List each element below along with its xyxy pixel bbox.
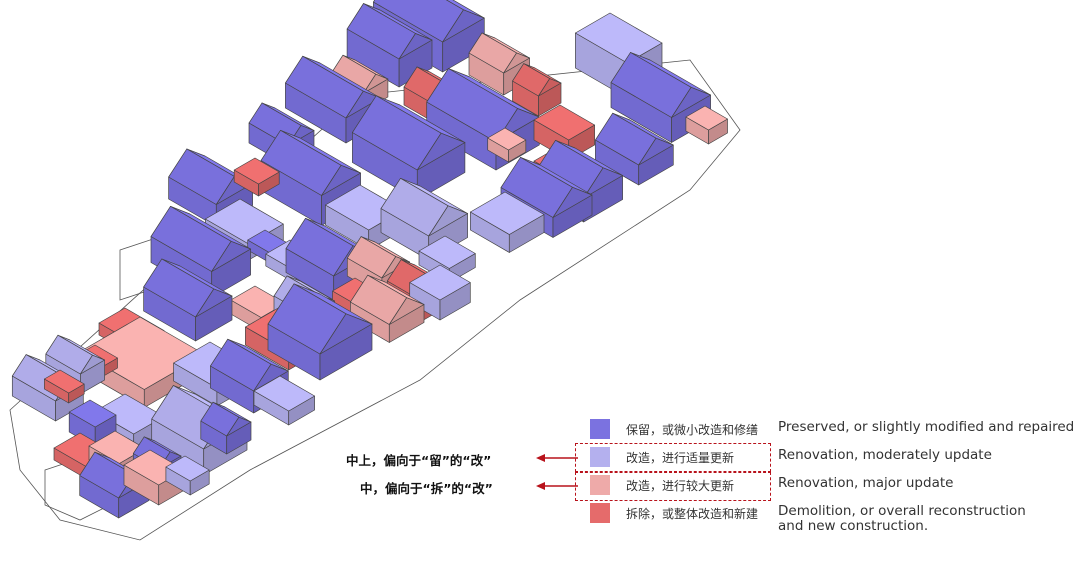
building-gable — [638, 137, 674, 166]
highlight-box-major — [575, 472, 771, 501]
building-preserved — [143, 258, 233, 342]
building-gable — [388, 297, 425, 325]
building-gable — [195, 288, 233, 318]
building-moderate — [253, 375, 315, 426]
building-gable — [363, 73, 389, 94]
legend-label-en: Preserved, or slightly modified and repa… — [778, 419, 1075, 435]
legend-label-en: Renovation, major update — [778, 475, 954, 491]
building-major — [685, 105, 728, 145]
building-roof — [533, 104, 595, 141]
building-preserved — [610, 52, 711, 143]
building-gable — [211, 240, 251, 272]
building-roof — [685, 105, 728, 131]
building-gable — [321, 164, 361, 196]
building-preserved — [150, 205, 251, 298]
building-preserved — [595, 112, 674, 186]
building-roof — [233, 157, 280, 185]
building-gable — [538, 78, 562, 97]
building-preserved — [200, 401, 252, 455]
building-moderate — [409, 264, 471, 321]
legend-label-cn: 改造，进行较大更新 — [626, 479, 735, 493]
building-gable — [583, 167, 623, 199]
building-gable — [319, 313, 373, 355]
arrow-head — [536, 482, 545, 490]
building-gable — [428, 205, 468, 237]
building-roof — [487, 127, 527, 151]
building-roof — [470, 191, 545, 235]
building-moderate — [380, 177, 468, 261]
building-gable — [503, 52, 530, 74]
building-demolition — [44, 369, 85, 404]
building-roof — [165, 455, 210, 482]
legend-label-cn: 拆除，或整体改造和新建 — [626, 507, 759, 521]
building-demolition — [512, 63, 562, 117]
highlight-box-moderate — [575, 443, 771, 472]
annotation-moderate: 中上，偏向于“留”的“改” — [346, 453, 492, 468]
building-moderate — [165, 455, 210, 496]
building-gable — [552, 186, 593, 218]
building-preserved — [285, 55, 381, 144]
building-gable — [671, 86, 711, 118]
legend-swatch-major — [590, 475, 610, 495]
building-gable — [345, 90, 381, 119]
building-gable — [398, 33, 433, 60]
legend-label-cn: 改造，进行适量更新 — [626, 451, 735, 465]
building-roof — [253, 375, 315, 412]
building-roof — [68, 399, 117, 428]
legend-label-en: Renovation, moderately update — [778, 447, 992, 463]
building-gable — [80, 354, 105, 375]
building-gable — [226, 416, 252, 437]
building-major — [487, 127, 527, 163]
building-roof — [418, 235, 476, 269]
building-preserved — [267, 283, 373, 381]
building-demolition — [233, 157, 280, 197]
legend-label-cn: 保留，或微小改造和修缮 — [626, 423, 759, 437]
building-roof — [44, 369, 85, 394]
legend-swatch-demolition — [590, 503, 610, 523]
legend-swatch-moderate — [590, 447, 610, 467]
building-roof — [409, 264, 471, 301]
legend-swatch-preserved — [590, 419, 610, 439]
building-gable — [442, 9, 485, 43]
building-roof — [94, 393, 165, 435]
buildings-layer — [9, 0, 741, 541]
arrow-head — [536, 454, 545, 462]
building-major — [350, 274, 425, 343]
building-gable — [416, 132, 466, 171]
building-moderate — [470, 191, 545, 253]
legend-label-en: Demolition, or overall reconstruction an… — [778, 503, 1026, 534]
annotation-major: 中，偏向于“拆”的“改” — [360, 481, 493, 496]
annotation-arrows — [536, 454, 578, 490]
